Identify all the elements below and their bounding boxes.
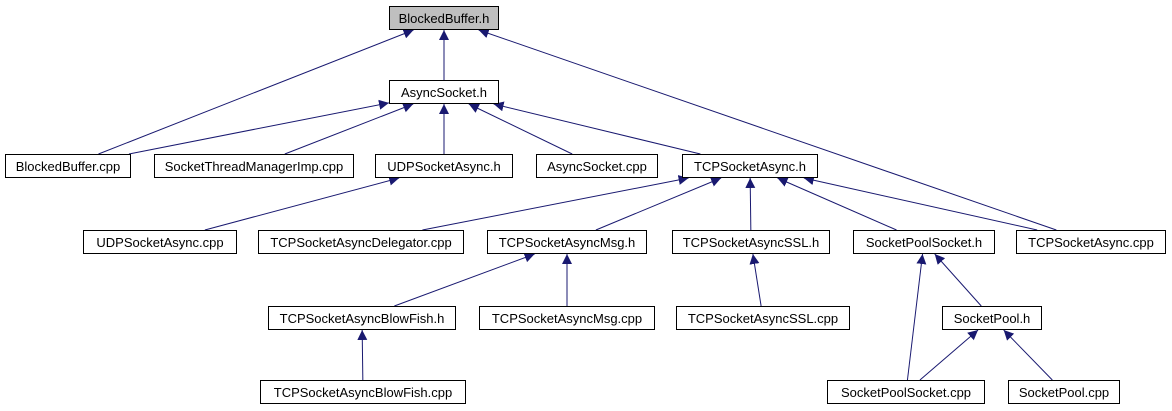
edge-BlockedBuffer_cpp-to-BlockedBuffer_h <box>98 29 414 155</box>
node-udpsocketasync-h[interactable]: UDPSocketAsync.h <box>375 154 513 178</box>
edge-TCPSocketAsyncSSL_h-to-TCPSocketAsync_h <box>745 177 756 231</box>
edge-TCPSocketAsyncMsg_h-to-TCPSocketAsync_h <box>595 177 722 231</box>
edge-TCPSocketAsyncSSL_cpp-to-TCPSocketAsyncSSL_h <box>749 253 762 307</box>
node-tcpsocketasyncmsg-cpp[interactable]: TCPSocketAsyncMsg.cpp <box>479 306 655 330</box>
edge-TCPSocketAsync_h-to-AsyncSocket_h <box>493 101 701 155</box>
edge-AsyncSocket_cpp-to-AsyncSocket_h <box>468 103 573 155</box>
edge-TCPSocketAsync_cpp-to-TCPSocketAsync_h <box>803 175 1038 231</box>
edge-TCPSocketAsyncBlowFish_cpp-to-TCPSocketAsyncBlowFish_h <box>357 329 368 381</box>
edge-SocketPoolSocket_h-to-TCPSocketAsync_h <box>777 177 897 231</box>
node-tcpsocketasyncssl-h[interactable]: TCPSocketAsyncSSL.h <box>672 230 830 254</box>
node-udpsocketasync-cpp[interactable]: UDPSocketAsync.cpp <box>83 230 237 254</box>
edge-SocketPool_h-to-SocketPoolSocket_h <box>934 253 982 307</box>
edge-TCPSocketAsync_cpp-to-BlockedBuffer_h <box>478 28 1057 231</box>
edge-SocketPool_cpp-to-SocketPool_h <box>1003 329 1053 381</box>
node-tcpsocketasyncblowfish-h[interactable]: TCPSocketAsyncBlowFish.h <box>268 306 456 330</box>
node-blockedbuffer-cpp[interactable]: BlockedBuffer.cpp <box>5 154 131 178</box>
node-socketpoolsocket-cpp[interactable]: SocketPoolSocket.cpp <box>827 380 985 404</box>
edge-BlockedBuffer_cpp-to-AsyncSocket_h <box>128 99 390 155</box>
node-asyncsocket-cpp[interactable]: AsyncSocket.cpp <box>536 154 658 178</box>
node-blockedbuffer-h[interactable]: BlockedBuffer.h <box>389 6 499 30</box>
node-tcpsocketasyncmsg-h[interactable]: TCPSocketAsyncMsg.h <box>487 230 647 254</box>
edge-TCPSocketAsyncBlowFish_h-to-TCPSocketAsyncMsg_h <box>394 252 535 307</box>
node-socketpool-h[interactable]: SocketPool.h <box>942 306 1042 330</box>
edge-TCPSocketAsyncDelegator_cpp-to-TCPSocketAsync_h <box>422 175 689 231</box>
node-tcpsocketasyncdelegator-cpp[interactable]: TCPSocketAsyncDelegator.cpp <box>258 230 464 254</box>
edge-SocketPoolSocket_cpp-to-SocketPool_h <box>919 329 979 381</box>
node-tcpsocketasync-h[interactable]: TCPSocketAsync.h <box>682 154 818 178</box>
edge-SocketThreadManagerImp_cpp-to-AsyncSocket_h <box>284 102 414 155</box>
node-socketthreadmanagerimp-cpp[interactable]: SocketThreadManagerImp.cpp <box>154 154 354 178</box>
node-socketpoolsocket-h[interactable]: SocketPoolSocket.h <box>853 230 995 254</box>
node-socketpool-cpp[interactable]: SocketPool.cpp <box>1008 380 1120 404</box>
node-tcpsocketasync-cpp[interactable]: TCPSocketAsync.cpp <box>1016 230 1166 254</box>
node-asyncsocket-h[interactable]: AsyncSocket.h <box>389 80 499 104</box>
node-tcpsocketasyncssl-cpp[interactable]: TCPSocketAsyncSSL.cpp <box>676 306 850 330</box>
edge-UDPSocketAsync_cpp-to-UDPSocketAsync_h <box>204 175 400 231</box>
edge-SocketPoolSocket_cpp-to-SocketPoolSocket_h <box>906 253 927 381</box>
node-tcpsocketasyncblowfish-cpp[interactable]: TCPSocketAsyncBlowFish.cpp <box>260 380 466 404</box>
